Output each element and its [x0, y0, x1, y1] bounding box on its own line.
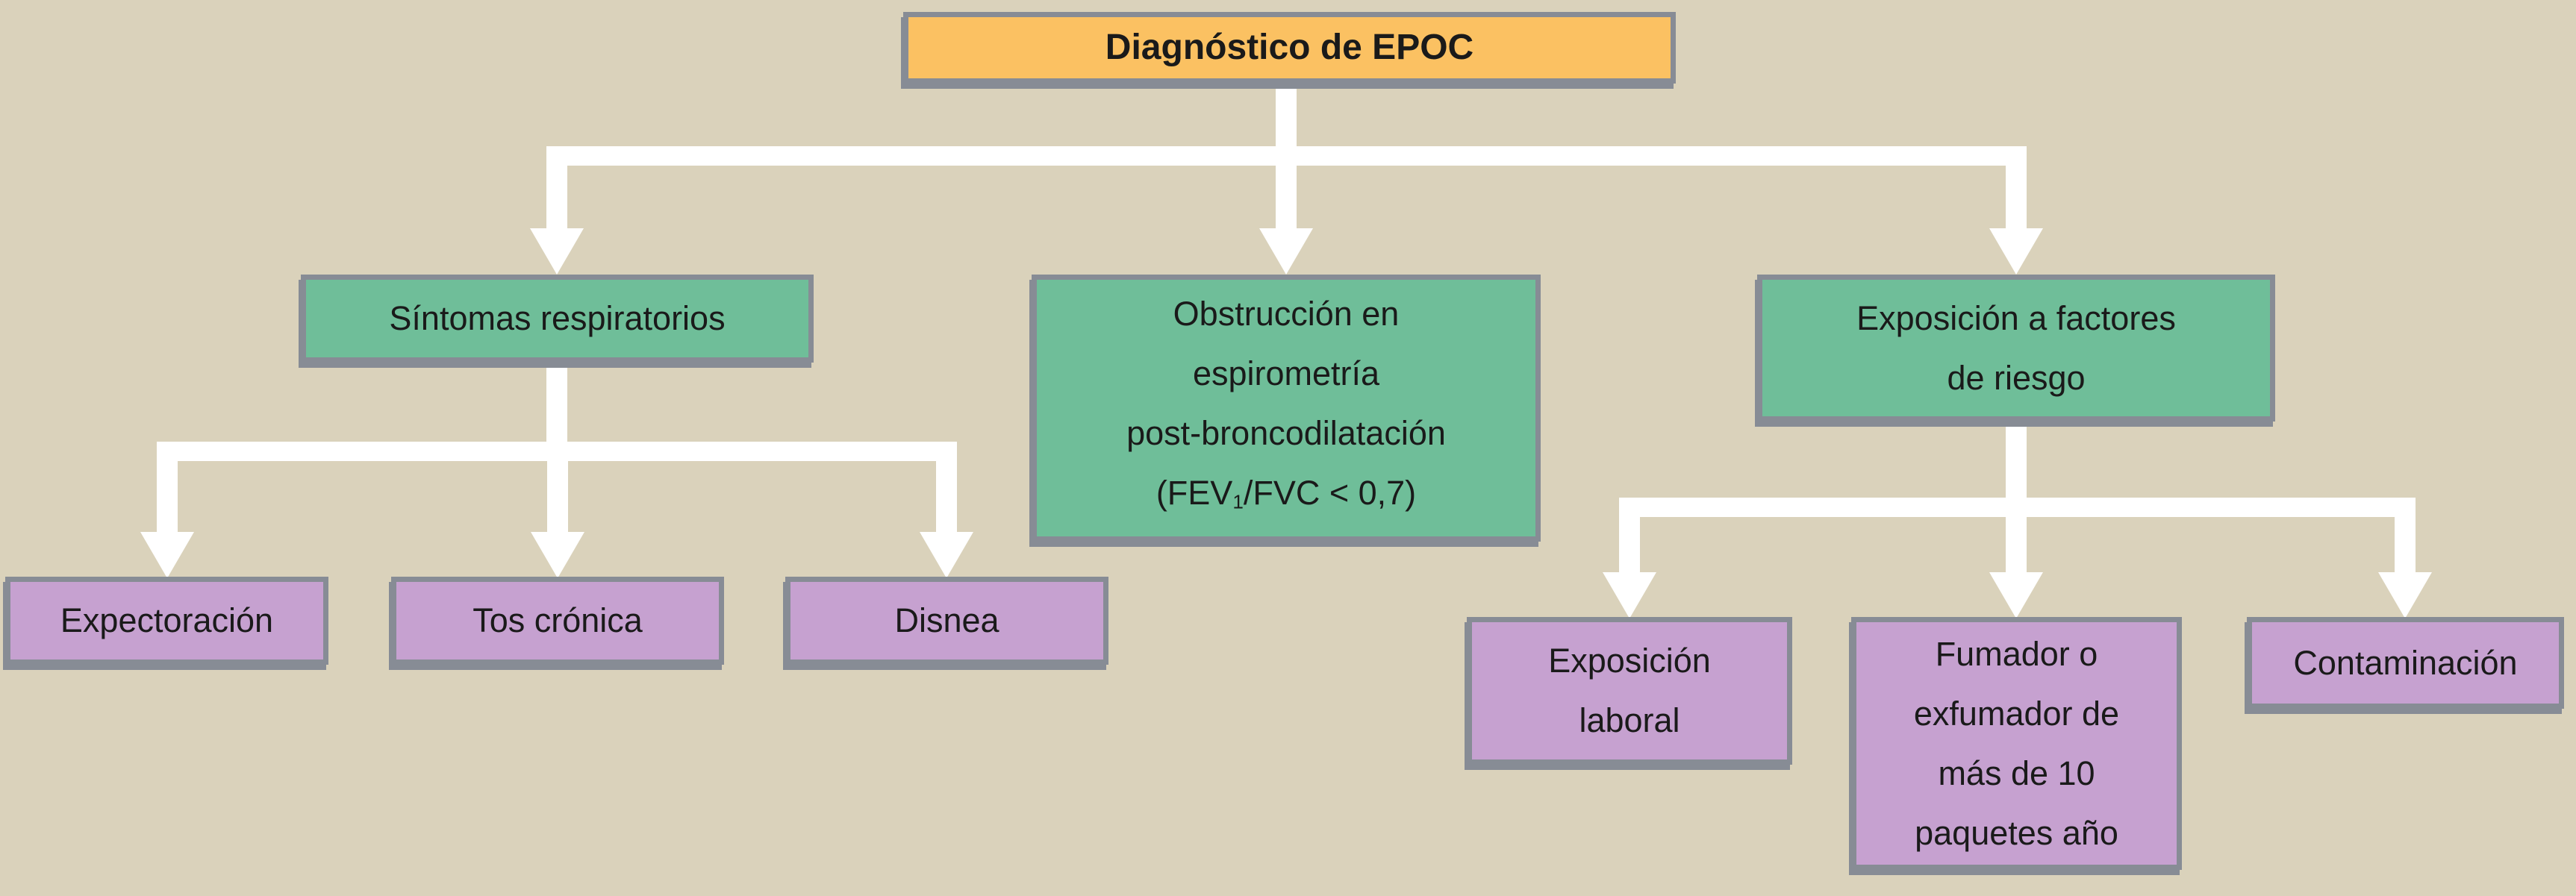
connector-stem-branch-sintomas	[546, 164, 567, 230]
leaf-box-label-line: exfumador de	[1913, 694, 2120, 733]
root-box-label: Diagnóstico de EPOC	[1105, 28, 1474, 67]
arrow-head-fumador	[1989, 572, 2043, 618]
leaf-box-label: Expectoración	[60, 601, 274, 639]
connector-stem-expectoracion	[157, 460, 178, 533]
branch-box-label-line: espirometría	[1192, 354, 1380, 393]
connector-stem-branch-exposicion	[2006, 164, 2027, 230]
leaf-box-label-line: laboral	[1579, 701, 1680, 739]
leaf-box-contaminacion: Contaminación	[2247, 617, 2564, 709]
fev-post: /FVC < 0,7)	[1243, 474, 1417, 513]
arrow-head-contaminacion	[2378, 572, 2432, 618]
fev-pre: (FEV	[1156, 474, 1233, 513]
connector-stem-tos-cronica	[547, 460, 568, 533]
branch-box-label-line: Exposición a factores	[1856, 298, 2176, 337]
connector-stem-exposicion-laboral	[1619, 516, 1640, 574]
leaf-box-fumador: Fumador o exfumador de más de 10 paquete…	[1851, 617, 2182, 870]
arrow-head-tos-cronica	[531, 532, 584, 578]
leaf-box-label: Tos crónica	[473, 601, 643, 639]
connector-stem-fumador	[2006, 516, 2027, 574]
fev-subscript: 1	[1232, 490, 1244, 513]
branch-box-label-line: post-broncodilatación	[1126, 414, 1446, 453]
connector-stem-contaminacion	[2395, 516, 2416, 574]
connector-bar-exposicion	[1619, 498, 2416, 517]
branch-box-obstruccion-espirometria: Obstrucción en espirometría post-broncod…	[1032, 275, 1541, 542]
arrow-head-exposicion-laboral	[1603, 572, 1656, 618]
branch-box-label-line: Obstrucción en	[1173, 295, 1400, 333]
leaf-box-exposicion-laboral: Exposición laboral	[1467, 617, 1792, 765]
branch-box-label: Síntomas respiratorios	[389, 299, 726, 337]
leaf-box-label: Contaminación	[2293, 643, 2518, 682]
connector-stem-disnea	[936, 460, 957, 533]
arrow-head-disnea	[920, 532, 973, 578]
leaf-box-label: Disnea	[894, 601, 999, 639]
leaf-box-disnea: Disnea	[785, 577, 1108, 665]
leaf-box-label-line: paquetes año	[1915, 813, 2118, 852]
connector-bar-level1	[546, 146, 2027, 166]
arrow-head-branch-exposicion	[1989, 228, 2043, 275]
connector-stem-branch-obstruccion	[1276, 164, 1297, 230]
branch-box-label-line-fev: (FEV1/FVC < 0,7)	[1156, 463, 1416, 532]
arrow-head-branch-sintomas	[530, 228, 584, 275]
leaf-box-label-line: Exposición	[1548, 642, 1711, 680]
leaf-box-label-line: Fumador o	[1935, 634, 2098, 673]
leaf-box-label-line: más de 10	[1938, 754, 2095, 792]
branch-box-exposicion-factores: Exposición a factores de riesgo	[1757, 275, 2275, 422]
leaf-box-expectoracion: Expectoración	[5, 577, 328, 665]
arrow-head-branch-obstruccion	[1259, 228, 1313, 275]
leaf-box-tos-cronica: Tos crónica	[391, 577, 724, 665]
connector-bar-sintomas	[157, 442, 957, 461]
root-box-diagnostico-epoc: Diagnóstico de EPOC	[903, 12, 1676, 84]
arrow-head-expectoracion	[140, 532, 194, 578]
branch-box-sintomas-respiratorios: Síntomas respiratorios	[301, 275, 814, 363]
branch-box-label-line: de riesgo	[1947, 358, 2086, 397]
